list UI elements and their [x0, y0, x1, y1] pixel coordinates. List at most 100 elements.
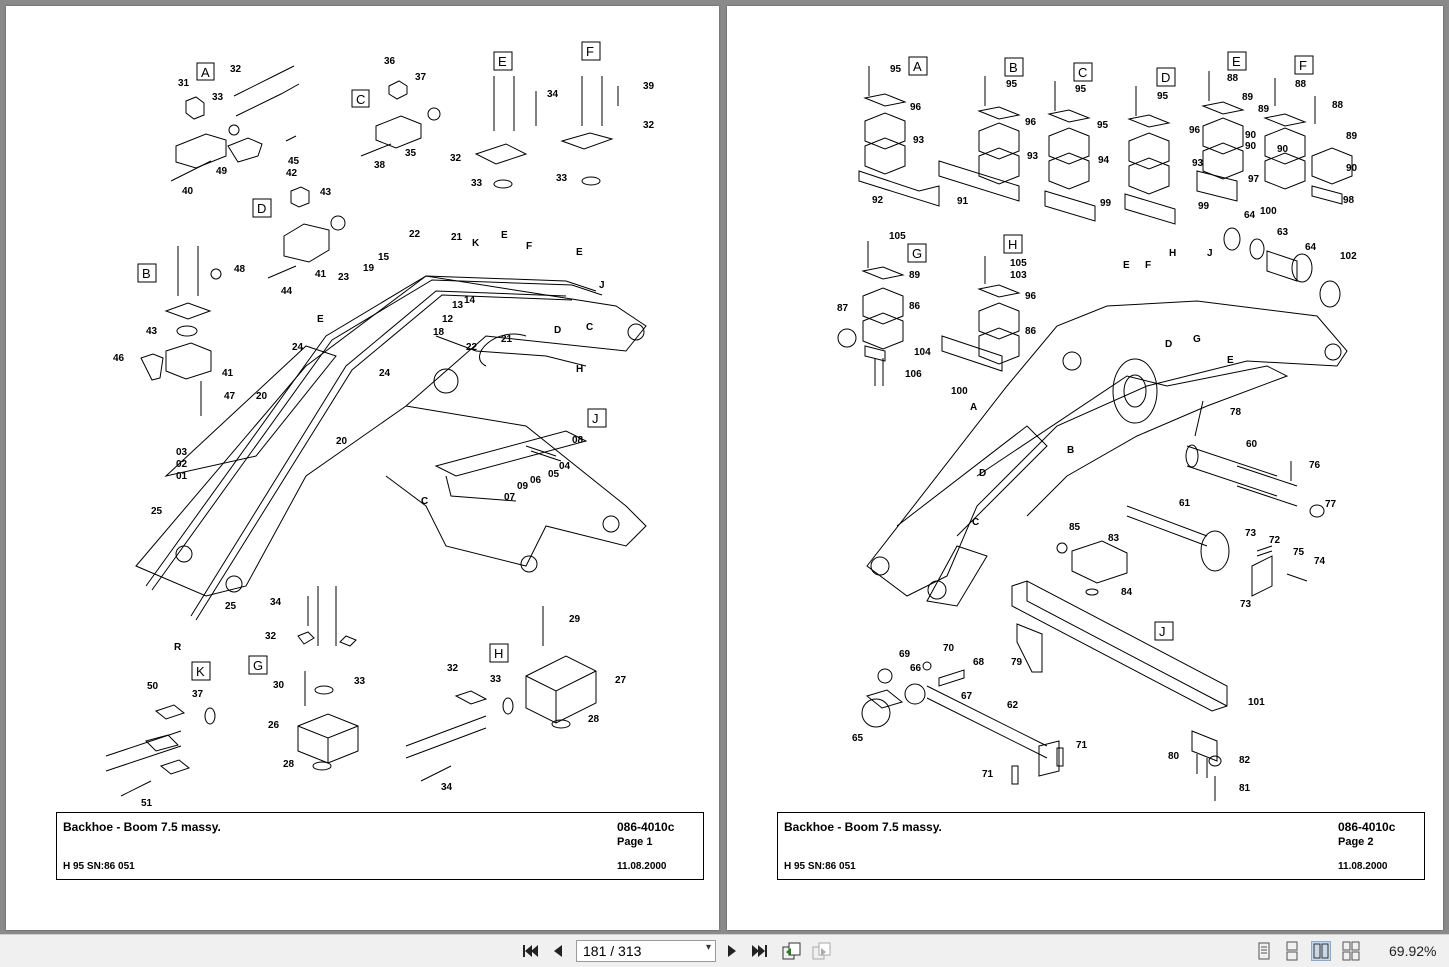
drawing-date: 11.08.2000	[617, 861, 667, 872]
callout-label: 07	[504, 492, 516, 503]
callout-label: 90	[1245, 141, 1257, 152]
single-page-view-button[interactable]	[1254, 941, 1274, 961]
two-page-continuous-view-button[interactable]	[1341, 941, 1361, 961]
callout-label: 98	[1343, 195, 1355, 206]
previous-page-button[interactable]	[548, 941, 568, 961]
callout-label: 21	[451, 232, 463, 243]
callout-label: D	[1161, 70, 1170, 85]
callout-label: 100	[1260, 206, 1277, 217]
callout-label: 02	[176, 459, 188, 470]
callout-label: 72	[1269, 535, 1281, 546]
callout-label: J	[592, 411, 599, 426]
callout-label: 31	[178, 78, 190, 89]
continuous-view-button[interactable]	[1282, 941, 1302, 961]
first-page-button[interactable]	[520, 941, 540, 961]
callout-label: 74	[1314, 556, 1326, 567]
callout-label: 89	[1346, 131, 1358, 142]
callout-label: E	[317, 314, 324, 325]
callout-label: 106	[905, 369, 922, 380]
last-page-icon	[752, 945, 767, 957]
drawing-title: Backhoe - Boom 7.5 massy.	[784, 820, 942, 834]
callout-label: G	[1193, 334, 1201, 345]
go-back-view-button[interactable]	[782, 941, 802, 961]
callout-label: 79	[1011, 657, 1023, 668]
callout-label: 47	[224, 391, 236, 402]
callout-label: 01	[176, 471, 188, 482]
callout-label: 34	[441, 782, 453, 793]
callout-label: 85	[1069, 522, 1081, 533]
callout-label: 73	[1245, 528, 1257, 539]
callout-label: 13	[452, 300, 464, 311]
last-page-button[interactable]	[750, 941, 770, 961]
callout-label: 14	[464, 295, 476, 306]
page-number-value: 181 / 313	[583, 943, 642, 959]
callout-label: 22	[409, 229, 421, 240]
callout-label: J	[1207, 248, 1213, 259]
callout-label: 71	[1076, 740, 1088, 751]
callout-label: A	[913, 59, 922, 74]
callout-label: 99	[1100, 198, 1112, 209]
callout-label: E	[1232, 54, 1241, 69]
callout-label: 24	[292, 342, 304, 353]
next-view-icon	[812, 942, 831, 960]
drawing-model: H 95 SN:86 051	[63, 861, 135, 872]
callout-label: H	[494, 646, 503, 661]
callout-label: 28	[588, 714, 600, 725]
next-page-button[interactable]	[722, 941, 742, 961]
callout-label: 80	[1168, 751, 1180, 762]
drawing-code: 086-4010c	[1338, 820, 1396, 834]
callout-label: 95	[1157, 91, 1169, 102]
callout-label: 20	[336, 436, 348, 447]
callout-label: R	[174, 642, 182, 653]
previous-view-icon	[782, 942, 801, 960]
zoom-level[interactable]: 69.92%	[1389, 943, 1437, 959]
callout-label: D	[257, 201, 266, 216]
callout-label: 37	[415, 72, 427, 83]
callout-label: E	[576, 247, 583, 258]
callout-label: 76	[1309, 460, 1321, 471]
drawing-code: 086-4010c	[617, 820, 675, 834]
callout-label: 90	[1277, 144, 1289, 155]
two-page-view-button[interactable]	[1311, 941, 1331, 961]
callout-label: D	[979, 468, 986, 479]
page-number-select[interactable]: 181 / 313 ▾	[576, 940, 716, 962]
callout-label: F	[1145, 260, 1151, 271]
callout-label: D	[1165, 339, 1172, 350]
callout-label: 15	[378, 252, 390, 263]
callout-label: 35	[405, 148, 417, 159]
single-page-icon	[1258, 942, 1270, 960]
callout-label: F	[1299, 58, 1307, 73]
go-forward-view-button[interactable]	[812, 941, 832, 961]
callout-label: 32	[447, 663, 459, 674]
callout-label: 24	[379, 368, 391, 379]
callout-label: 95	[890, 64, 902, 75]
callout-label: 37	[192, 689, 204, 700]
callout-label: A	[970, 402, 977, 413]
callout-label: 75	[1293, 547, 1305, 558]
callout-label: 22	[466, 342, 478, 353]
callout-label: 78	[1230, 407, 1242, 418]
callout-label: 19	[363, 263, 375, 274]
callout-label: 70	[943, 643, 955, 654]
callout-label: 21	[501, 334, 513, 345]
callout-label: 25	[225, 601, 237, 612]
callout-label: 68	[973, 657, 985, 668]
callout-label: H	[576, 364, 583, 375]
callout-label: E	[1227, 355, 1234, 366]
drawing-model: H 95 SN:86 051	[784, 861, 856, 872]
callout-label: G	[253, 658, 263, 673]
callout-label: 40	[182, 186, 194, 197]
title-block: Backhoe - Boom 7.5 massy. 086-4010c Page…	[56, 812, 704, 880]
title-block: Backhoe - Boom 7.5 massy. 086-4010c Page…	[777, 812, 1425, 880]
drawing-page-label: Page 2	[1338, 836, 1374, 848]
callout-label: 64	[1305, 242, 1317, 253]
callout-label: 81	[1239, 783, 1251, 794]
callout-label: C	[586, 322, 593, 333]
callout-label: 66	[910, 663, 922, 674]
callout-label: 103	[1010, 270, 1027, 281]
callout-label: 67	[961, 691, 973, 702]
callout-label: 08	[572, 435, 584, 446]
callout-label: B	[1009, 60, 1018, 75]
